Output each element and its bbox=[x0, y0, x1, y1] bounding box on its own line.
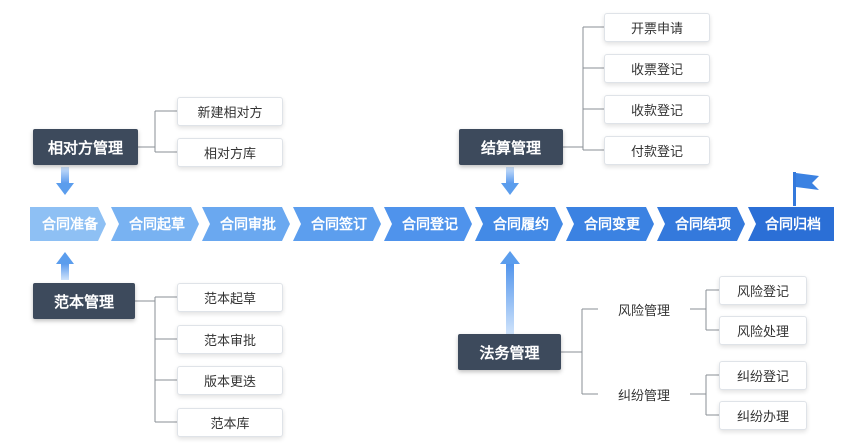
stage-contract-prep[interactable]: 合同准备 bbox=[30, 207, 106, 241]
arrow-down-settlement bbox=[501, 167, 519, 195]
stage-contract-draft[interactable]: 合同起草 bbox=[111, 207, 199, 241]
stage-label: 合同履约 bbox=[493, 217, 549, 233]
risk-management-node[interactable]: 风险管理 bbox=[598, 298, 690, 320]
payment-registration-item[interactable]: 付款登记 bbox=[604, 136, 710, 165]
new-counterparty-item[interactable]: 新建相对方 bbox=[177, 97, 283, 126]
invoice-request-item[interactable]: 开票申请 bbox=[604, 13, 710, 42]
stage-contract-closure[interactable]: 合同结项 bbox=[657, 207, 745, 241]
dispute-management-node[interactable]: 纠纷管理 bbox=[598, 383, 690, 405]
template-draft-item[interactable]: 范本起草 bbox=[177, 283, 283, 312]
stage-label: 合同签订 bbox=[311, 217, 367, 233]
template-management-box[interactable]: 范本管理 bbox=[33, 283, 135, 319]
counterparty-management-box[interactable]: 相对方管理 bbox=[33, 129, 138, 165]
stage-label: 合同登记 bbox=[402, 217, 458, 233]
flag-icon bbox=[793, 172, 819, 206]
arrow-down-counterparty bbox=[56, 167, 74, 195]
stage-label: 合同准备 bbox=[42, 217, 98, 233]
risk-registration-item[interactable]: 风险登记 bbox=[719, 276, 807, 305]
dispute-registration-item[interactable]: 纠纷登记 bbox=[719, 361, 807, 390]
template-approval-item[interactable]: 范本审批 bbox=[177, 325, 283, 354]
settlement-management-box[interactable]: 结算管理 bbox=[459, 129, 563, 165]
legal-management-box[interactable]: 法务管理 bbox=[458, 334, 561, 370]
dispute-handling-item[interactable]: 纠纷办理 bbox=[719, 401, 807, 430]
stage-label: 合同起草 bbox=[129, 217, 185, 233]
risk-handling-item[interactable]: 风险处理 bbox=[719, 316, 807, 345]
stage-label: 合同变更 bbox=[584, 217, 640, 233]
stage-contract-registration[interactable]: 合同登记 bbox=[384, 207, 472, 241]
arrow-up-legal bbox=[500, 251, 520, 334]
stage-contract-fulfillment[interactable]: 合同履约 bbox=[475, 207, 563, 241]
arrow-up-template bbox=[56, 252, 74, 280]
stage-label: 合同结项 bbox=[675, 217, 731, 233]
stage-contract-approval[interactable]: 合同审批 bbox=[202, 207, 290, 241]
stage-contract-signing[interactable]: 合同签订 bbox=[293, 207, 381, 241]
stage-label: 合同归档 bbox=[765, 217, 821, 233]
stage-label: 合同审批 bbox=[220, 217, 276, 233]
stage-contract-change[interactable]: 合同变更 bbox=[566, 207, 654, 241]
counterparty-library-item[interactable]: 相对方库 bbox=[177, 138, 283, 167]
version-iteration-item[interactable]: 版本更迭 bbox=[177, 366, 283, 395]
invoice-receipt-item[interactable]: 收票登记 bbox=[604, 54, 710, 83]
payment-receipt-item[interactable]: 收款登记 bbox=[604, 95, 710, 124]
stage-contract-archive[interactable]: 合同归档 bbox=[748, 207, 834, 241]
template-library-item[interactable]: 范本库 bbox=[177, 408, 283, 437]
